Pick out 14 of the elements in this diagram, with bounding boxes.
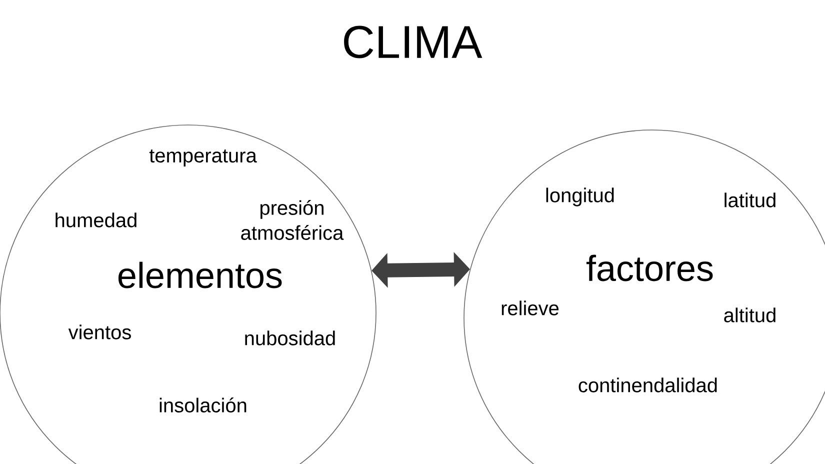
- word-label: insolación: [160, 398, 246, 412]
- word-label: vientos: [68, 324, 131, 340]
- word-label: humedad: [56, 212, 136, 228]
- title: CLIMA: [344, 26, 482, 58]
- word-label: continendalidad: [578, 378, 717, 392]
- circle-heading: elementos: [118, 262, 282, 288]
- word-label: altitud: [724, 308, 776, 322]
- word-label: temperatura: [149, 149, 257, 167]
- word-label: presión atmosférica: [241, 200, 344, 240]
- word-label: relieve: [502, 300, 559, 316]
- word-label: longitud: [546, 188, 614, 206]
- word-label: nubosidad: [245, 330, 335, 346]
- word-label: latitud: [724, 192, 776, 208]
- circle-heading: factores: [586, 254, 713, 282]
